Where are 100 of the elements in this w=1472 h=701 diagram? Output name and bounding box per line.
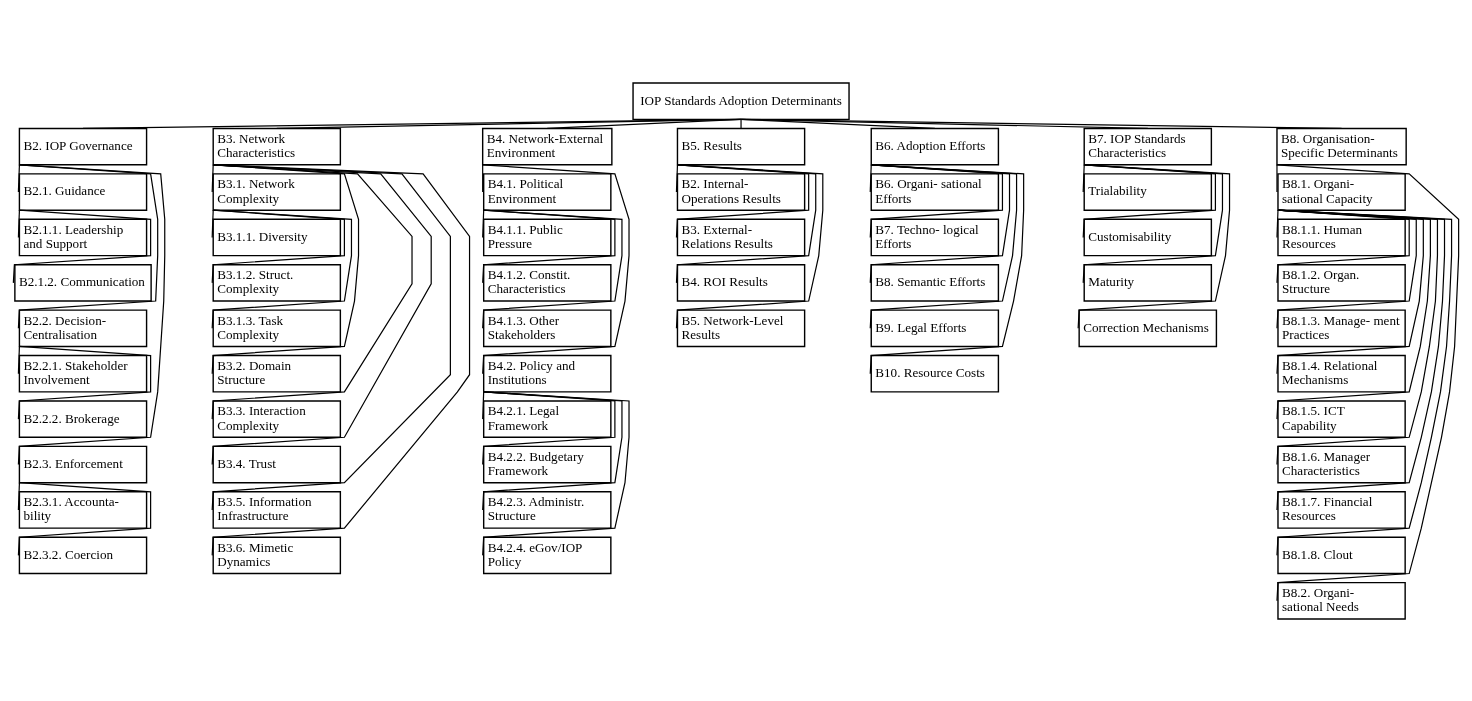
node-box: B5. Results — [676, 127, 806, 165]
connector — [1077, 163, 1231, 329]
connector — [1082, 163, 1224, 283]
connector — [546, 118, 742, 129]
node-box: B3.4. Trust — [212, 445, 342, 483]
node-box: B2.2.2. Brokerage — [18, 399, 148, 438]
connector — [211, 209, 345, 283]
connector — [17, 209, 20, 238]
connector — [211, 163, 432, 465]
connector — [1276, 209, 1424, 374]
connector — [740, 118, 1149, 129]
connector — [675, 163, 679, 193]
connector — [1276, 209, 1453, 556]
node-box: B8.1.3. Manage- ment Practices — [1277, 308, 1406, 347]
connector — [482, 390, 623, 511]
node-box: B2. IOP Governance — [18, 127, 148, 165]
connector — [211, 163, 214, 193]
connector — [869, 163, 1025, 374]
connector — [482, 390, 485, 420]
node-box: B4.1. Political Environment — [482, 172, 612, 211]
connector — [276, 118, 742, 129]
node-box: B8.1.2. Organ. Structure — [1277, 263, 1406, 302]
node-box: B9. Legal Efforts — [870, 308, 1000, 347]
node-box: B8.2. Organi- sational Needs — [1277, 581, 1406, 620]
node-box: B8.1. Organi- sational Capacity — [1277, 172, 1406, 211]
node-box: B3. External- Relations Results — [676, 218, 806, 256]
node-box: B4.2.4. eGov/IOP Policy — [482, 536, 612, 574]
node-box: B4. ROI Results — [676, 263, 806, 302]
connector — [211, 163, 471, 556]
connector — [17, 345, 20, 374]
connector — [482, 209, 616, 283]
node-box: B3.1.1. Diversity — [212, 218, 342, 256]
node-box: B2.3. Enforcement — [18, 445, 148, 483]
node-box: B2.3.2. Coercion — [18, 536, 148, 574]
node-box: B2.2.1. Stakeholder Involvement — [18, 354, 148, 393]
connector — [1276, 163, 1278, 193]
node-box: Trialability — [1083, 172, 1213, 211]
connector — [482, 209, 623, 329]
node-box: Correction Mechanisms — [1078, 308, 1218, 347]
node-box: B2.1.1. Leadership and Support — [18, 218, 148, 256]
connector — [1276, 209, 1410, 283]
node-box: B8.1.8. Clout — [1277, 536, 1406, 574]
connector — [211, 209, 214, 238]
connector — [211, 163, 360, 374]
node-box: B6. Organi- sational Efforts — [870, 172, 1000, 211]
connector — [740, 118, 1343, 129]
connector — [675, 163, 810, 238]
node-box: B6. Adoption Efforts — [870, 127, 1000, 165]
node-box: B10. Resource Costs — [870, 354, 1000, 393]
connector — [1276, 209, 1417, 329]
node-box: B7. Techno- logical Efforts — [870, 218, 1000, 256]
node-box: B8.1.7. Financial Resources — [1277, 490, 1406, 529]
node-box: B3. Network Characteristics — [212, 127, 342, 165]
node-box: B4.2.1. Legal Framework — [482, 399, 612, 438]
connector — [740, 118, 742, 129]
node-box: B2.3.1. Accounta- bility — [18, 490, 148, 529]
connector — [1276, 209, 1446, 511]
connector — [1276, 209, 1439, 465]
node-box: B7. IOP Standards Characteristics — [1083, 127, 1213, 165]
node-box: B2.1. Guidance — [18, 172, 148, 211]
node-box: B2. Internal- Operations Results — [676, 172, 806, 211]
connector — [1082, 163, 1216, 238]
connector — [1276, 209, 1279, 238]
connector — [482, 390, 630, 556]
node-box: B3.1.2. Struct. Complexity — [212, 263, 342, 302]
node-box: B8.1.5. ICT Capability — [1277, 399, 1406, 438]
connector — [482, 163, 630, 374]
node-box: B8. Semantic Efforts — [870, 263, 1000, 302]
node-box: Maturity — [1083, 263, 1213, 302]
connector — [17, 481, 152, 556]
connector — [17, 481, 20, 511]
node-box: B8.1.6. Manager Characteristics — [1277, 445, 1406, 483]
node-box: B4.1.3. Other Stakeholders — [482, 308, 612, 347]
connector — [482, 209, 485, 238]
connector — [675, 163, 824, 329]
node-box: B4.2.3. Administr. Structure — [482, 490, 612, 529]
node-box: B4. Network-External Environment — [481, 127, 613, 165]
node-box: Customisability — [1083, 218, 1213, 256]
node-box: IOP Standards Adoption Determinants — [632, 81, 850, 120]
node-box: B2.1.2. Communication — [14, 263, 152, 302]
connector — [675, 163, 817, 283]
connector — [869, 163, 1004, 238]
node-box: B8.1.1. Human Resources — [1277, 218, 1406, 256]
connector — [869, 163, 872, 193]
connector — [17, 163, 159, 329]
connector — [12, 209, 152, 283]
node-box: B3.6. Mimetic Dynamics — [212, 536, 342, 574]
node-box: B5. Network-Level Results — [676, 308, 806, 347]
connector — [211, 209, 353, 329]
connector — [211, 163, 451, 511]
connector — [740, 118, 936, 129]
node-box: B3.2. Domain Structure — [212, 354, 342, 393]
connector — [1276, 163, 1460, 601]
connector — [17, 163, 166, 465]
connector — [82, 118, 742, 129]
node-box: B4.2.2. Budgetary Framework — [482, 445, 612, 483]
connector — [211, 163, 413, 420]
node-box: B8. Organisation- Specific Determinants — [1276, 127, 1407, 165]
connector — [869, 163, 1011, 283]
node-box: B3.3. Interaction Complexity — [212, 399, 342, 438]
